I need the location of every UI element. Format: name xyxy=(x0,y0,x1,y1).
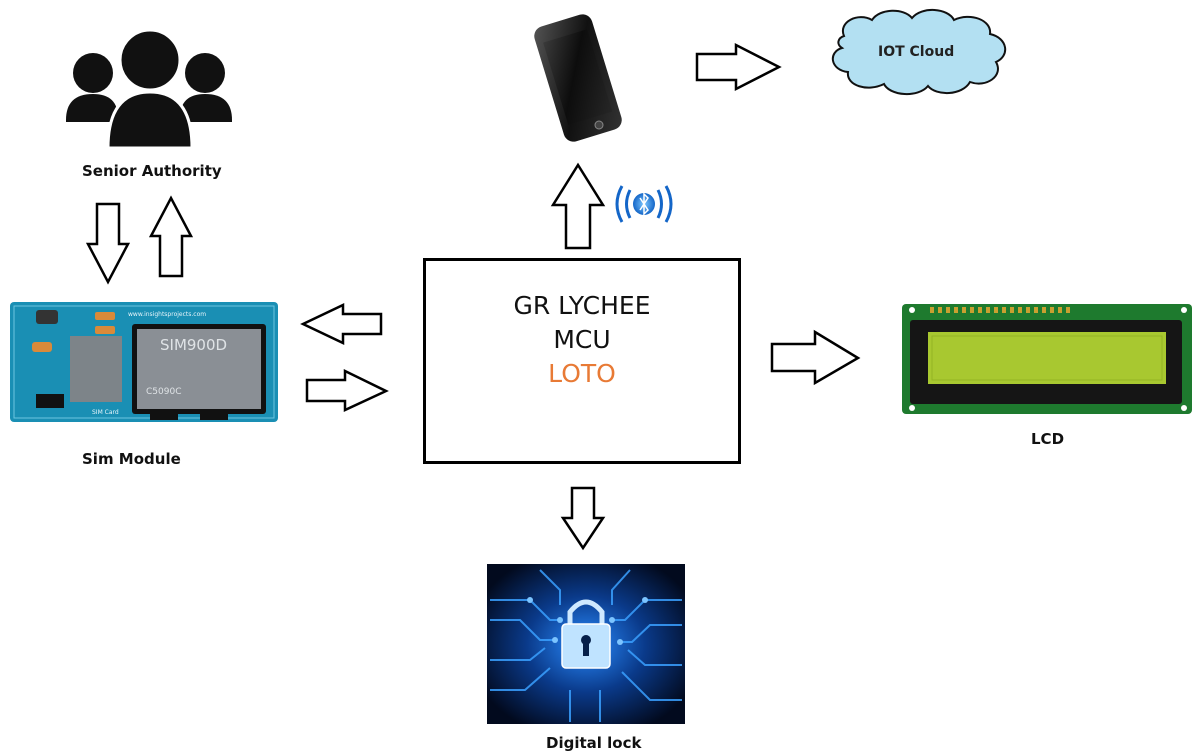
bluetooth-signal-icon xyxy=(615,185,673,223)
arrow-authority-to-sim xyxy=(85,202,131,285)
arrow-sim-to-authority xyxy=(148,195,194,278)
mcu-title-line1: GR LYCHEE xyxy=(513,291,651,320)
smartphone-icon xyxy=(534,14,622,142)
arrow-sim-to-mcu xyxy=(305,368,389,412)
iot-cloud-label: IOT Cloud xyxy=(878,44,955,60)
arrow-mcu-to-lock xyxy=(560,486,606,551)
sim-module-label: Sim Module xyxy=(82,450,181,468)
sim-chip-label: SIM900D xyxy=(160,336,227,354)
senior-authority-label: Senior Authority xyxy=(82,162,222,180)
users-icon xyxy=(66,28,232,150)
sim-website-label: www.insightsprojects.com xyxy=(128,311,206,318)
arrow-mcu-to-lcd xyxy=(770,329,861,386)
arrow-mcu-to-phone xyxy=(550,162,606,250)
mcu-loto-label: LOTO xyxy=(548,359,616,388)
sim-card-label: SIM Card xyxy=(92,409,119,416)
arrow-phone-to-cloud xyxy=(695,42,782,92)
lcd-module-image xyxy=(902,304,1192,414)
digital-lock-image xyxy=(487,564,685,724)
sim-module-image: SIM900D C5090C www.insightsprojects.com … xyxy=(10,302,278,422)
digital-lock-label: Digital lock xyxy=(546,734,642,752)
mcu-block: GR LYCHEE MCU LOTO xyxy=(423,258,741,464)
sim-chip-sub-label: C5090C xyxy=(146,387,181,397)
cloud-icon xyxy=(832,9,1006,95)
arrow-mcu-to-sim xyxy=(300,303,383,345)
lcd-label: LCD xyxy=(1031,430,1065,448)
mcu-title-line2: MCU xyxy=(553,325,611,354)
